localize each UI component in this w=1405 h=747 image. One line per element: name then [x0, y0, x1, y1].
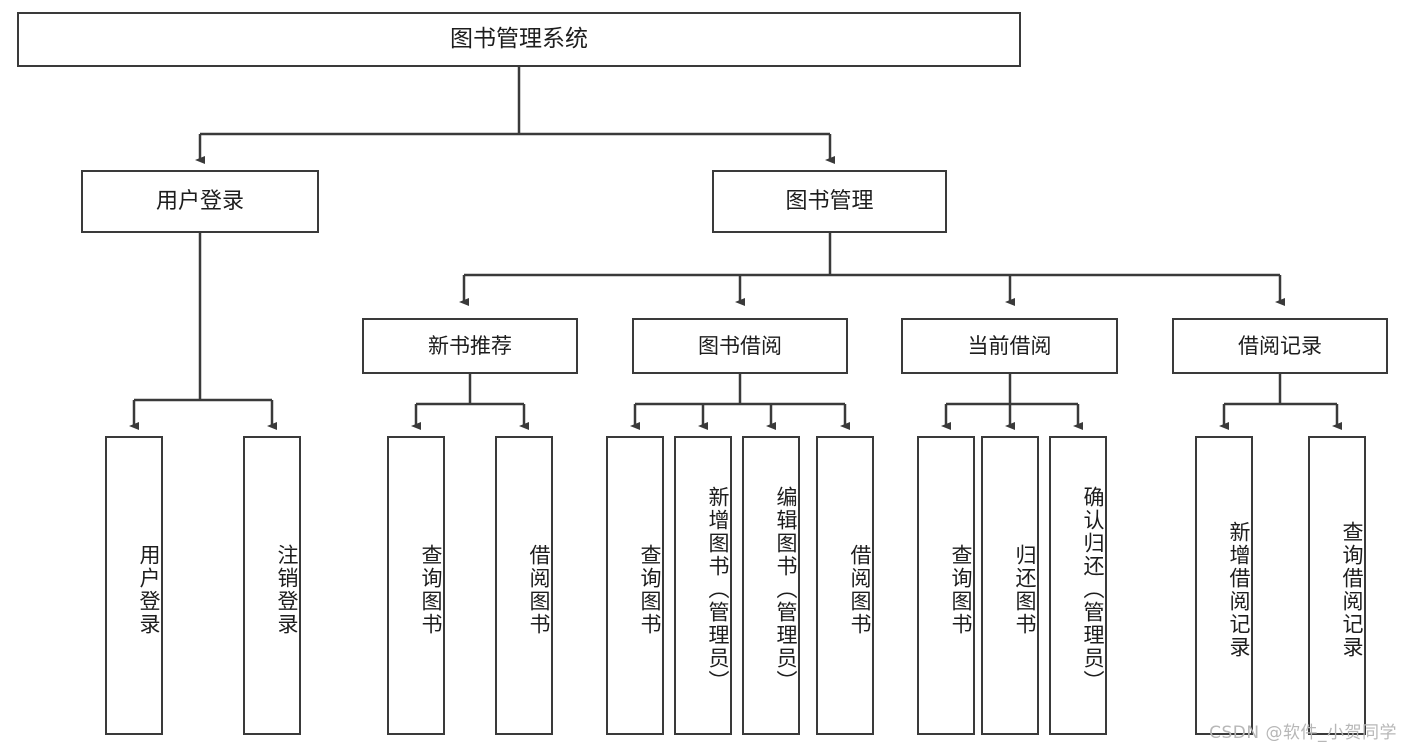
node-leaf-query-book-3-label: 查询图书 [949, 543, 973, 636]
node-leaf-add-book[interactable]: 新增图书（管理员） [674, 436, 732, 735]
node-leaf-borrow-book-1[interactable]: 借阅图书 [495, 436, 553, 735]
node-user-login-label: 用户登录 [155, 188, 244, 214]
node-leaf-add-book-label: 新增图书（管理员） [706, 486, 730, 693]
node-leaf-query-book-1-label: 查询图书 [419, 543, 443, 636]
node-leaf-logout-label: 注销登录 [275, 543, 299, 636]
csdn-watermark: CSDN @软件_小贺同学 [1209, 723, 1397, 743]
node-leaf-confirm-return[interactable]: 确认归还（管理员） [1049, 436, 1107, 735]
node-leaf-query-book-2-label: 查询图书 [638, 543, 662, 636]
node-borrow-record-label: 借阅记录 [1238, 333, 1322, 358]
node-leaf-add-record-label: 新增借阅记录 [1227, 520, 1251, 659]
node-leaf-query-book-2[interactable]: 查询图书 [606, 436, 664, 735]
node-new-book-rec[interactable]: 新书推荐 [362, 318, 578, 374]
node-current-borrow-label: 当前借阅 [967, 333, 1052, 358]
node-user-login[interactable]: 用户登录 [81, 170, 319, 233]
node-leaf-return-book[interactable]: 归还图书 [981, 436, 1039, 735]
node-root-label: 图书管理系统 [450, 25, 588, 52]
node-book-manage[interactable]: 图书管理 [712, 170, 947, 233]
node-book-borrow[interactable]: 图书借阅 [632, 318, 848, 374]
node-leaf-user-login[interactable]: 用户登录 [105, 436, 163, 735]
node-book-borrow-label: 图书借阅 [698, 333, 782, 358]
node-current-borrow[interactable]: 当前借阅 [901, 318, 1118, 374]
node-leaf-add-record[interactable]: 新增借阅记录 [1195, 436, 1253, 735]
node-leaf-query-book-1[interactable]: 查询图书 [387, 436, 445, 735]
node-leaf-edit-book[interactable]: 编辑图书（管理员） [742, 436, 800, 735]
node-leaf-borrow-book-1-label: 借阅图书 [527, 543, 551, 636]
node-borrow-record[interactable]: 借阅记录 [1172, 318, 1388, 374]
node-leaf-borrow-book-2[interactable]: 借阅图书 [816, 436, 874, 735]
node-leaf-confirm-return-label: 确认归还（管理员） [1081, 486, 1105, 693]
node-leaf-user-login-label: 用户登录 [137, 543, 161, 636]
node-leaf-logout[interactable]: 注销登录 [243, 436, 301, 735]
node-leaf-query-record-label: 查询借阅记录 [1340, 520, 1364, 659]
node-book-manage-label: 图书管理 [785, 188, 874, 214]
node-leaf-query-record[interactable]: 查询借阅记录 [1308, 436, 1366, 735]
node-root[interactable]: 图书管理系统 [17, 12, 1021, 67]
node-new-book-rec-label: 新书推荐 [428, 333, 512, 358]
node-leaf-return-book-label: 归还图书 [1013, 543, 1037, 636]
node-leaf-query-book-3[interactable]: 查询图书 [917, 436, 975, 735]
node-leaf-borrow-book-2-label: 借阅图书 [848, 543, 872, 636]
node-leaf-edit-book-label: 编辑图书（管理员） [774, 486, 798, 693]
